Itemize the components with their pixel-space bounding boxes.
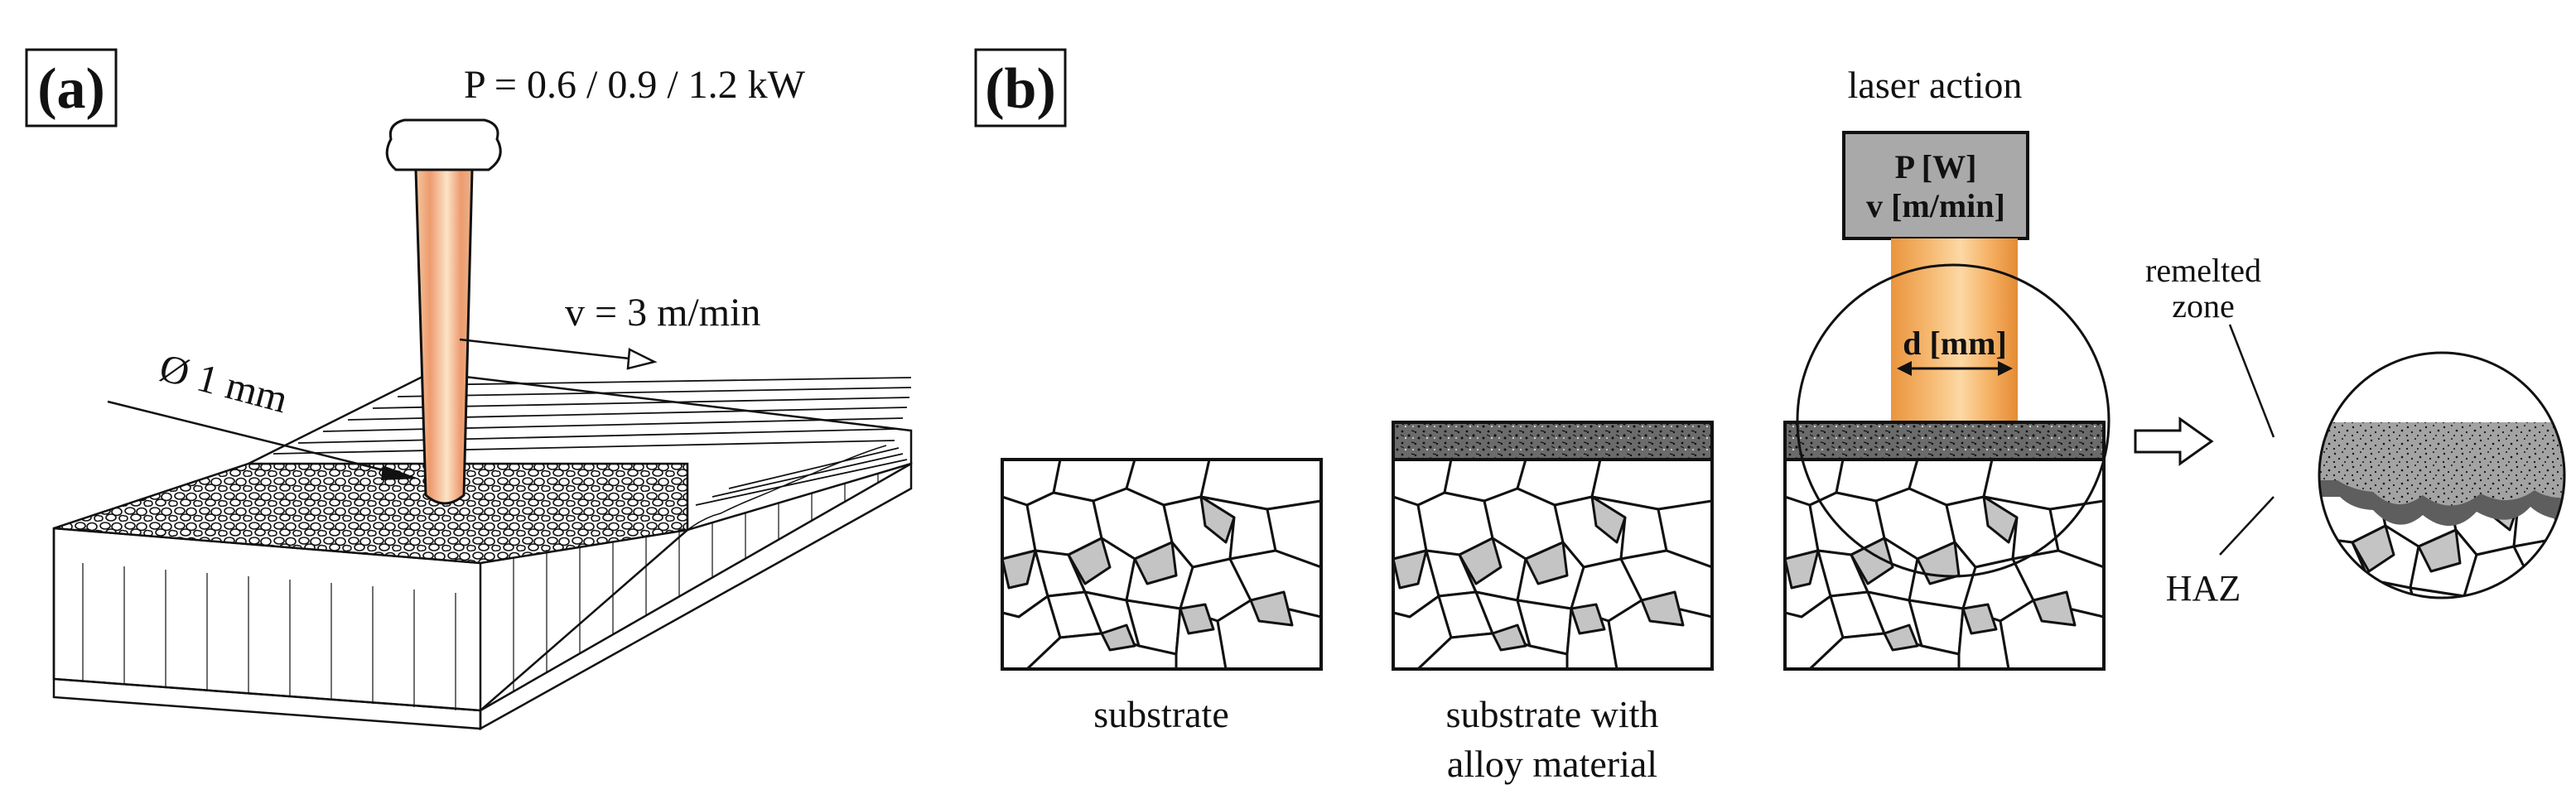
laser-beam-b xyxy=(1891,238,2018,422)
laser-head xyxy=(385,118,502,171)
laser-head-box: P [W] v [m/min] xyxy=(1842,131,2029,240)
panel-b-label-box xyxy=(974,48,1067,128)
magnifier-circle xyxy=(1796,263,2110,578)
panel-a: (a) P = 0.6 / 0.9 / 1.2 kW xyxy=(25,48,913,731)
head-speed-label: v [m/min] xyxy=(1866,187,2005,224)
panel-b: (b) substrate substrate with alloy mater… xyxy=(974,48,2566,785)
speed-arrow xyxy=(459,338,658,370)
remelted-leader xyxy=(2228,324,2275,438)
panel-a-label: (a) xyxy=(37,57,105,121)
alloyed-substrate-block xyxy=(1392,421,1714,671)
workpiece-block xyxy=(52,371,913,731)
remelted-label-line1: remelted xyxy=(2145,252,2261,289)
beam-diameter-arrow xyxy=(1897,361,2013,376)
laser-action-label: laser action xyxy=(1848,64,2023,106)
caption-substrate: substrate xyxy=(1093,693,1229,735)
laser-power-label: P = 0.6 / 0.9 / 1.2 kW xyxy=(464,63,806,107)
panel-a-label-box xyxy=(25,48,118,128)
substrate-block xyxy=(1001,458,1323,671)
haz-leader xyxy=(2219,496,2275,556)
track-lines xyxy=(273,377,912,506)
transition-arrow xyxy=(2134,416,2214,466)
zoom-detail xyxy=(2318,351,2566,599)
remelted-label-line2: zone xyxy=(2172,287,2235,325)
diameter-label: Ø 1 mm xyxy=(155,345,292,421)
head-power-label: P [W] xyxy=(1895,148,1977,185)
caption-alloy-line2: alloy material xyxy=(1447,743,1657,785)
speed-label: v = 3 m/min xyxy=(565,291,760,335)
beam-diameter-label: d [mm] xyxy=(1903,325,2007,362)
laser-treated-block xyxy=(1783,421,2106,671)
haz-label: HAZ xyxy=(2166,568,2241,609)
caption-alloy-line1: substrate with xyxy=(1446,693,1659,735)
panel-b-label: (b) xyxy=(985,57,1056,121)
diameter-leader xyxy=(107,400,419,480)
remelted-layer xyxy=(2319,422,2564,506)
laser-beam xyxy=(414,168,474,505)
